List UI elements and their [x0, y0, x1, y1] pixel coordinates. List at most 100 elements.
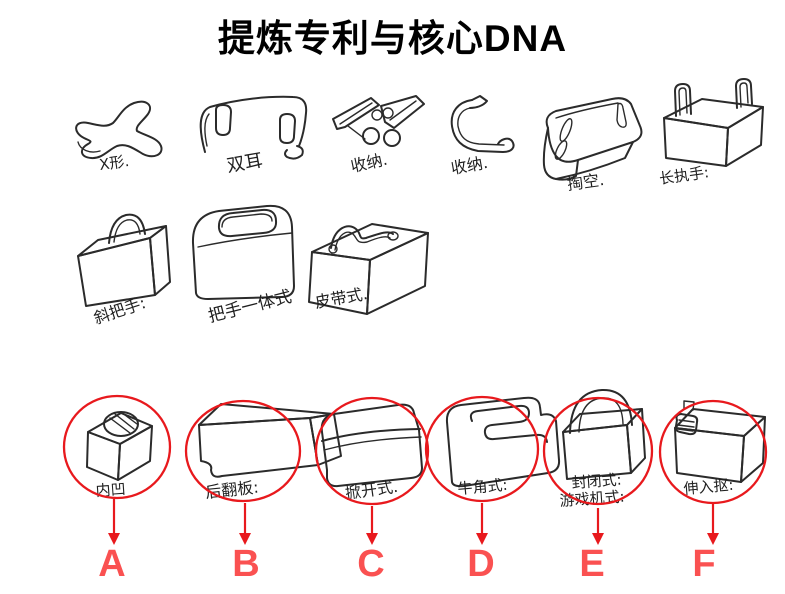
storage-v-label: 收纳. [349, 150, 389, 176]
variant-f-box-top [674, 408, 766, 437]
slant-handle-top [77, 225, 167, 257]
hollowed-box-slot-3 [616, 102, 627, 128]
variant-b-sketch: 后翻板: [184, 399, 342, 545]
variant-a-arrow-head [108, 533, 120, 545]
variant-c-lid-gap-1 [321, 428, 421, 442]
page-title: 提炼专利与核心DNA [217, 18, 568, 59]
variant-b-box-front [198, 417, 319, 478]
storage-v-pin-right [382, 107, 394, 119]
storage-hook-outer [450, 99, 515, 153]
variant-f-highlight-circle [658, 399, 768, 505]
variant-f-grip-slot [674, 413, 699, 436]
variant-c-sketch: 掀开式. [314, 396, 430, 545]
variant-d-arrow-head [476, 533, 488, 545]
variant-d-sketch: 牛角式: [424, 395, 561, 545]
variant-d-label: 牛角式: [457, 476, 508, 498]
strap-box-side [366, 232, 429, 315]
variant-f-box-front [674, 427, 745, 483]
strap-loop-right [387, 231, 399, 241]
x-shape-outline [75, 100, 163, 160]
storage-hook-endcap [469, 95, 488, 109]
integrated-handle-slot-echo [221, 213, 273, 228]
sketch-hollowed-box: 掏空. [542, 97, 643, 194]
hollowed-box-slot-1 [559, 118, 573, 142]
hollowed-box-bottom-edge [555, 141, 634, 180]
sketch-storage-hook: 收纳. [449, 95, 515, 178]
variant-a-label: 内凹 [95, 480, 126, 500]
variant-c-arrow-head [366, 533, 378, 545]
double-ear-label: 双耳 [225, 150, 264, 177]
hollowed-box-front [542, 127, 579, 181]
variant-c-body [320, 403, 423, 488]
sketch-integrated-handle-box: 把手一体式 [191, 204, 295, 327]
double-ear-hook [284, 145, 304, 160]
long-handles-handle-left [674, 83, 692, 117]
long-handles-label: 长执手: [658, 163, 710, 188]
variant-c-label: 掀开式. [344, 477, 399, 503]
sketch-x-shape: X形. [75, 100, 163, 174]
sketch-long-handles-box: 长执手: [658, 78, 764, 188]
slant-handle-grip [108, 213, 146, 244]
variant-e-sketch: 封闭式: 游戏机式: [542, 388, 654, 545]
variant-f-letter: F [692, 543, 716, 585]
long-handles-side [725, 106, 764, 167]
variant-b-label: 后翻板: [204, 477, 259, 501]
long-handles-handle-left-inner [678, 87, 688, 116]
long-handles-handle-right [735, 78, 753, 109]
variant-f-grip-ridges [677, 419, 695, 432]
storage-v-knob-right [383, 129, 401, 147]
variant-b-box-top [198, 403, 335, 426]
variant-e-box-side [626, 408, 646, 474]
variant-c-highlight-circle [314, 396, 430, 506]
variant-f-back-tab [683, 400, 695, 411]
double-ear-outline [199, 95, 308, 153]
variant-e-letter: E [579, 543, 605, 585]
integrated-handle-label: 把手一体式 [206, 287, 293, 327]
long-handles-handle-right-inner [739, 82, 749, 108]
sketch-double-ear: 双耳 [199, 95, 308, 177]
sketch-strap-handle-box: 皮带式. [308, 223, 429, 315]
storage-v-right-inner [389, 100, 417, 121]
variant-c-lid-gap-2 [323, 436, 422, 451]
variant-f-sketch: 伸入抠: [658, 399, 768, 545]
double-ear-right-loop [279, 113, 296, 144]
variant-d-hook-slot [469, 404, 548, 443]
variant-f-arrow-head [707, 533, 719, 545]
variant-e-label-2: 游戏机式: [559, 487, 625, 509]
double-ear-inner-line [204, 113, 210, 147]
x-shape-label: X形. [98, 152, 130, 174]
variant-a-box-front [86, 431, 121, 481]
variant-a-dome-lines [109, 411, 138, 434]
storage-v-right-slat [380, 95, 425, 129]
variant-d-highlight-circle [424, 395, 540, 503]
variant-e-label-1: 封闭式: [571, 471, 622, 492]
storage-v-pin-left [371, 109, 383, 121]
slant-handle-label: 斜把手: [91, 293, 148, 328]
variant-a-letter: A [98, 543, 126, 585]
storage-v-link [347, 125, 366, 140]
x-shape-echo-line [77, 141, 101, 153]
storage-v-knob-left [362, 127, 380, 145]
variant-a-dome [103, 411, 139, 437]
variant-a-highlight-circle [62, 394, 172, 500]
variant-a-box-side [117, 425, 153, 481]
slant-handle-front [77, 237, 156, 307]
variant-b-highlight-circle [184, 399, 302, 503]
variant-f-label: 伸入抠: [683, 476, 734, 498]
sketch-storage-v: 收纳. [332, 95, 425, 176]
slant-handle-side [149, 225, 171, 296]
variant-c-letter: C [357, 543, 385, 585]
double-ear-left-loop [215, 104, 232, 136]
storage-v-left-slat [332, 97, 380, 130]
variant-d-letter: D [467, 543, 495, 585]
sketch-slant-handle-box: 斜把手: [77, 213, 171, 328]
strap-handle [330, 225, 394, 249]
integrated-handle-slot [217, 208, 278, 238]
long-handles-front [663, 117, 729, 167]
variant-e-arrow-head [592, 533, 604, 545]
variant-d-outline [445, 396, 561, 488]
hollowed-box-slot-2 [554, 140, 568, 160]
hollowed-box-top-echo [555, 102, 619, 119]
